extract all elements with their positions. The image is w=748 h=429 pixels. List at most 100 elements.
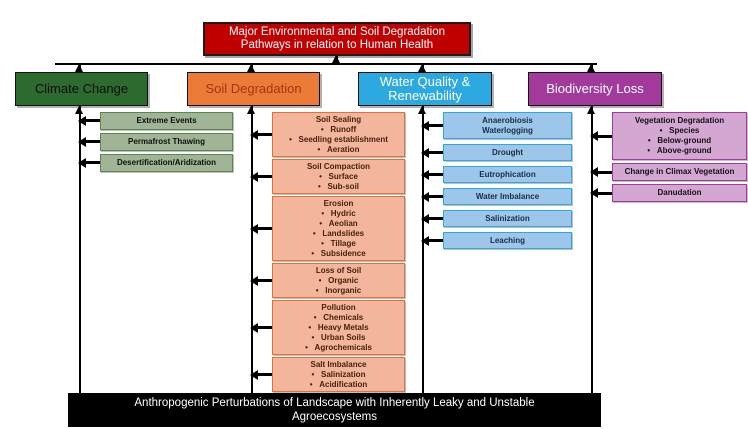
item-title: Leaching — [489, 235, 526, 245]
footer-text: Anthropogenic Perturbations of Landscape… — [134, 397, 535, 423]
category-biodiversity-loss: Biodiversity Loss — [528, 72, 662, 106]
item-box-biodiversity-loss: Change in Climax Vegetation — [612, 163, 747, 181]
item-bullet: Runoff — [275, 125, 402, 135]
list-item: Water Imbalance — [421, 188, 572, 205]
item-title: Permafrost Thawing — [128, 136, 205, 146]
list-item: ErosionHydricAeolianLandslidesTillageSub… — [250, 196, 405, 261]
list-item: Anaerobiosis Waterlogging — [421, 112, 572, 139]
item-title: Water Imbalance — [475, 191, 540, 201]
category-soil-degradation: Soil Degradation — [187, 72, 320, 106]
item-bullet: Above-ground — [615, 146, 744, 156]
item-box-soil-degradation: PollutionChemicalsHeavy MetalsUrban Soil… — [272, 300, 405, 355]
item-title: Extreme Events — [136, 115, 197, 125]
item-title: Salt Imbalance — [310, 359, 367, 369]
list-item: Desertification/Aridization — [78, 154, 233, 172]
title-box: Major Environmental and Soil Degradation… — [203, 22, 471, 56]
item-title: Vegetation Degradation — [634, 116, 725, 125]
item-box-soil-degradation: Soil SealingRunoffSeedling establishment… — [272, 112, 405, 157]
item-arrow-left-icon — [590, 167, 612, 177]
item-box-climate-change: Extreme Events — [100, 112, 233, 130]
item-arrow-left-icon — [250, 223, 272, 234]
item-arrow-left-icon — [250, 322, 272, 333]
item-title: Danudation — [657, 188, 702, 197]
item-bullet: Salinization — [275, 370, 402, 380]
item-bullet: Seedling establishment — [275, 135, 402, 145]
item-box-climate-change: Desertification/Aridization — [100, 154, 233, 172]
item-box-water-quality-renewability: Drought — [443, 144, 572, 161]
list-item: Salt ImbalanceSalinizationAcidification — [250, 357, 405, 392]
item-arrow-left-icon — [250, 369, 272, 380]
item-bullet: Agrochemicals — [275, 343, 402, 353]
list-item: Drought — [421, 144, 572, 161]
item-title: Erosion — [323, 198, 354, 208]
list-item: Permafrost Thawing — [78, 133, 233, 151]
item-title: Pollution — [321, 302, 356, 312]
item-title: Loss of Soil — [315, 265, 362, 275]
item-arrow-left-icon — [421, 213, 443, 224]
item-bullet: Subsidence — [275, 249, 402, 259]
item-title: Desertification/Aridization — [116, 157, 217, 167]
item-bullet: Species — [615, 126, 744, 136]
item-arrow-left-icon — [421, 169, 443, 180]
item-title: Anaerobiosis Waterlogging — [482, 115, 533, 135]
up-arrow-climate-change-icon — [75, 64, 83, 72]
branch-line-climate-change — [79, 106, 81, 395]
item-bullet: Tillage — [275, 239, 402, 249]
category-climate-change-label: Climate Change — [34, 81, 129, 96]
item-box-water-quality-renewability: Eutrophication — [443, 166, 572, 183]
item-arrow-left-icon — [421, 147, 443, 158]
item-box-water-quality-renewability: Water Imbalance — [443, 188, 572, 205]
list-item: PollutionChemicalsHeavy MetalsUrban Soil… — [250, 300, 405, 355]
item-title: Drought — [491, 147, 524, 157]
item-box-soil-degradation: Salt ImbalanceSalinizationAcidification — [272, 357, 405, 392]
list-item: Soil SealingRunoffSeedling establishment… — [250, 112, 405, 157]
item-title: Soil Sealing — [315, 114, 362, 124]
item-arrow-left-icon — [250, 171, 272, 182]
title-text: Major Environmental and Soil Degradation… — [228, 26, 446, 51]
list-item: Leaching — [421, 232, 572, 249]
item-bullet: Inorganic — [275, 286, 402, 296]
top-connector-line — [55, 63, 597, 65]
item-bullet: Acidification — [275, 380, 402, 390]
branch-line-water-quality-renewability — [422, 106, 424, 395]
item-arrow-left-icon — [421, 120, 443, 131]
item-bullet: Below-ground — [615, 136, 744, 146]
branch-line-water-quality-renewability-arrow-up-icon — [418, 106, 426, 114]
footer-box: Anthropogenic Perturbations of Landscape… — [68, 393, 601, 427]
item-box-biodiversity-loss: Danudation — [612, 184, 747, 202]
item-bullet: Aeolian — [275, 219, 402, 229]
item-bullet: Heavy Metals — [275, 323, 402, 333]
item-bullet: Organic — [275, 276, 402, 286]
category-water-quality-renewability-label: Water Quality & Renewability — [379, 74, 471, 103]
item-arrow-left-icon — [250, 129, 272, 140]
items-biodiversity-loss: Vegetation DegradationSpeciesBelow-groun… — [590, 112, 747, 205]
item-box-climate-change: Permafrost Thawing — [100, 133, 233, 151]
item-arrow-left-icon — [250, 275, 272, 286]
branch-line-soil-degradation — [251, 106, 253, 395]
item-arrow-left-icon — [590, 188, 612, 198]
item-bullet: Surface — [275, 172, 402, 182]
category-climate-change: Climate Change — [15, 72, 148, 106]
item-box-water-quality-renewability: Leaching — [443, 232, 572, 249]
item-arrow-left-icon — [78, 136, 100, 147]
branch-line-biodiversity-loss — [591, 106, 593, 395]
list-item: Eutrophication — [421, 166, 572, 183]
item-bullet: Hydric — [275, 209, 402, 219]
item-arrow-left-icon — [78, 157, 100, 168]
up-arrow-water-quality-renewability-icon — [418, 64, 426, 72]
category-soil-degradation-label: Soil Degradation — [205, 81, 302, 96]
list-item: Loss of SoilOrganicInorganic — [250, 263, 405, 298]
item-title: Salinization — [485, 213, 530, 223]
list-item: Extreme Events — [78, 112, 233, 130]
item-arrow-left-icon — [590, 131, 612, 141]
branch-line-soil-degradation-arrow-up-icon — [247, 106, 255, 114]
up-arrow-biodiversity-loss-icon — [587, 64, 595, 72]
list-item: Change in Climax Vegetation — [590, 163, 747, 181]
item-title: Eutrophication — [479, 169, 536, 179]
item-title: Change in Climax Vegetation — [624, 167, 735, 176]
item-box-water-quality-renewability: Anaerobiosis Waterlogging — [443, 112, 572, 139]
item-bullet: Landslides — [275, 229, 402, 239]
